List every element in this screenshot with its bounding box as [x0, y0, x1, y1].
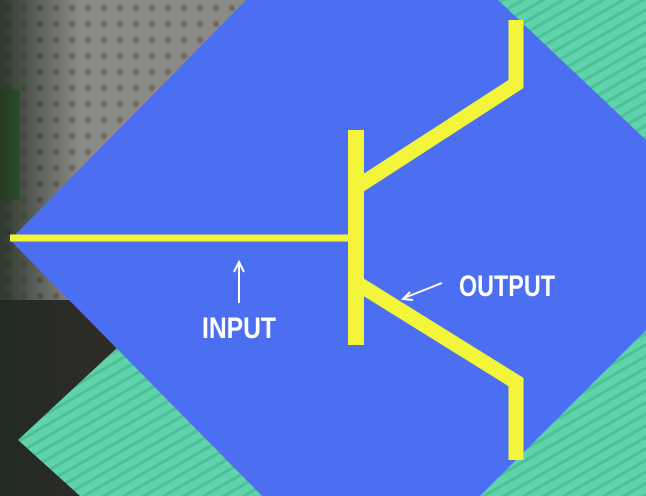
- emitter-lead: [356, 278, 524, 460]
- output-arrow: [400, 282, 443, 301]
- input-label: INPUT: [202, 312, 276, 345]
- accent-stripe-bottom-left: [18, 345, 290, 496]
- output-label: OUTPUT: [459, 270, 555, 303]
- input-arrow: [233, 259, 245, 303]
- transistor-symbol: [10, 20, 524, 460]
- collector-lead: [355, 20, 524, 192]
